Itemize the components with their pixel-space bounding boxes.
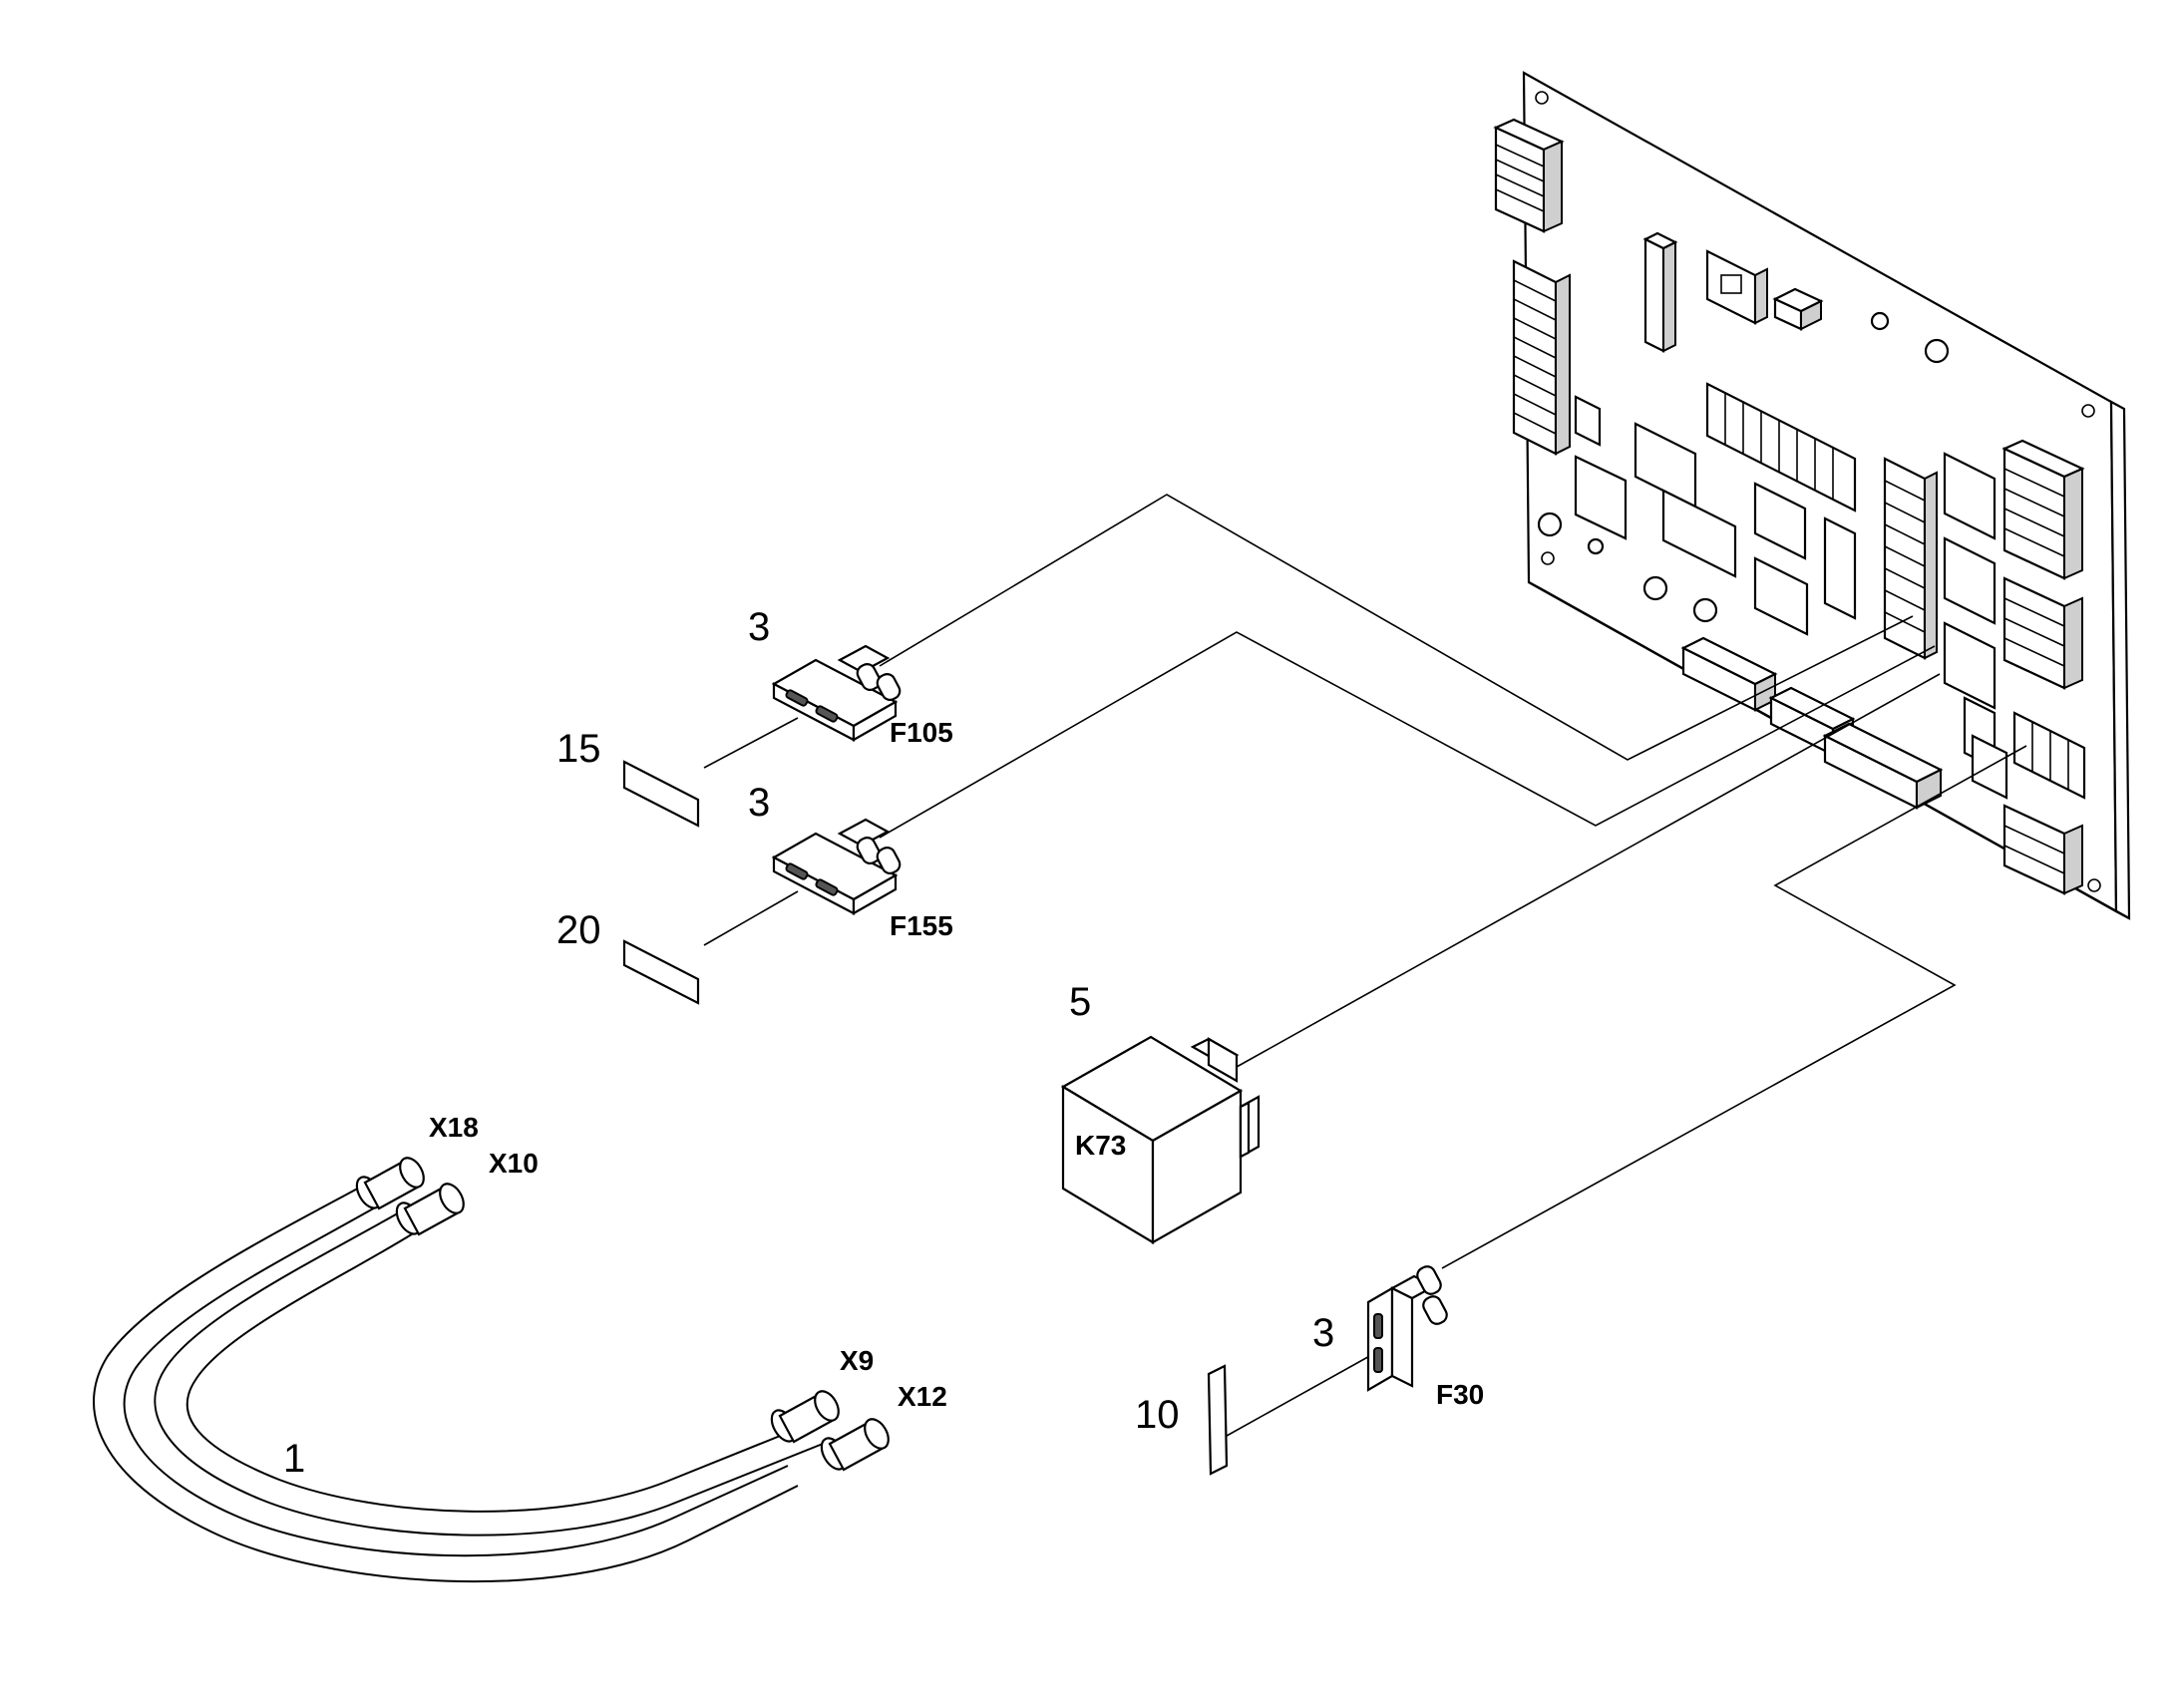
cable-set (93, 1157, 890, 1583)
cable-end-x9 (770, 1390, 840, 1444)
designation-f105: F105 (890, 717, 953, 748)
cable-end-x18 (355, 1157, 425, 1210)
designation-x18: X18 (429, 1112, 479, 1143)
fuse-f30 (1366, 1265, 1448, 1392)
designation-k73: K73 (1075, 1130, 1126, 1161)
cable-end-x10 (395, 1183, 465, 1236)
terminal-blocks-right (2001, 439, 2085, 895)
fuse-f105 (771, 644, 902, 742)
leader-line-f30 (1441, 745, 2027, 1269)
designation-x10: X10 (489, 1148, 539, 1179)
position-number-cable: 1 (283, 1437, 305, 1481)
fuse-holder-rows (1574, 382, 1857, 636)
component-designations: F105 F155 F30 K73 X18 X10 X9 X12 (429, 717, 1484, 1412)
relay-k73 (1060, 1035, 1261, 1244)
connector-column-centre (1883, 457, 1938, 660)
leader-line-f155 (879, 631, 1936, 839)
terminal-block (1493, 118, 1565, 233)
position-number-fuse-f105: 3 (748, 605, 770, 649)
designation-f155: F155 (890, 910, 953, 941)
leader-line-k73 (1236, 673, 1941, 1068)
designation-x9: X9 (840, 1345, 874, 1376)
board-components-round (1537, 311, 1950, 623)
circuit-board (1493, 71, 2131, 920)
leader-line-f105 (879, 494, 1914, 761)
label-plate-10 (1207, 1364, 1229, 1476)
vertical-component (1642, 231, 1678, 353)
position-number-label-20: 20 (556, 908, 601, 952)
position-number-label-15: 15 (556, 727, 601, 771)
position-number-label-10: 10 (1135, 1393, 1180, 1437)
relay-socket-top (1705, 249, 1768, 325)
fuse-f155 (771, 818, 902, 915)
cable-end-x12 (820, 1418, 890, 1472)
leader-line-label-10 (1226, 1348, 1383, 1437)
position-number-fuse-f30: 3 (1312, 1311, 1334, 1355)
leader-lines (703, 494, 2027, 1437)
relay-sockets-right (1943, 452, 1997, 770)
leader-line-label-15 (703, 717, 799, 769)
small-connector (1772, 287, 1824, 331)
position-number-relay: 5 (1069, 980, 1091, 1024)
board-plug-housings (1680, 636, 1944, 810)
designation-f30: F30 (1436, 1379, 1484, 1410)
label-plate-20 (622, 939, 700, 1005)
leader-line-label-20 (703, 890, 799, 946)
position-numbers: 3 15 3 20 5 3 10 1 (283, 605, 1334, 1481)
designation-x12: X12 (898, 1381, 947, 1412)
label-plate-15 (622, 760, 700, 828)
position-number-fuse-f155: 3 (748, 781, 770, 825)
connector-strip-left (1512, 259, 1571, 456)
